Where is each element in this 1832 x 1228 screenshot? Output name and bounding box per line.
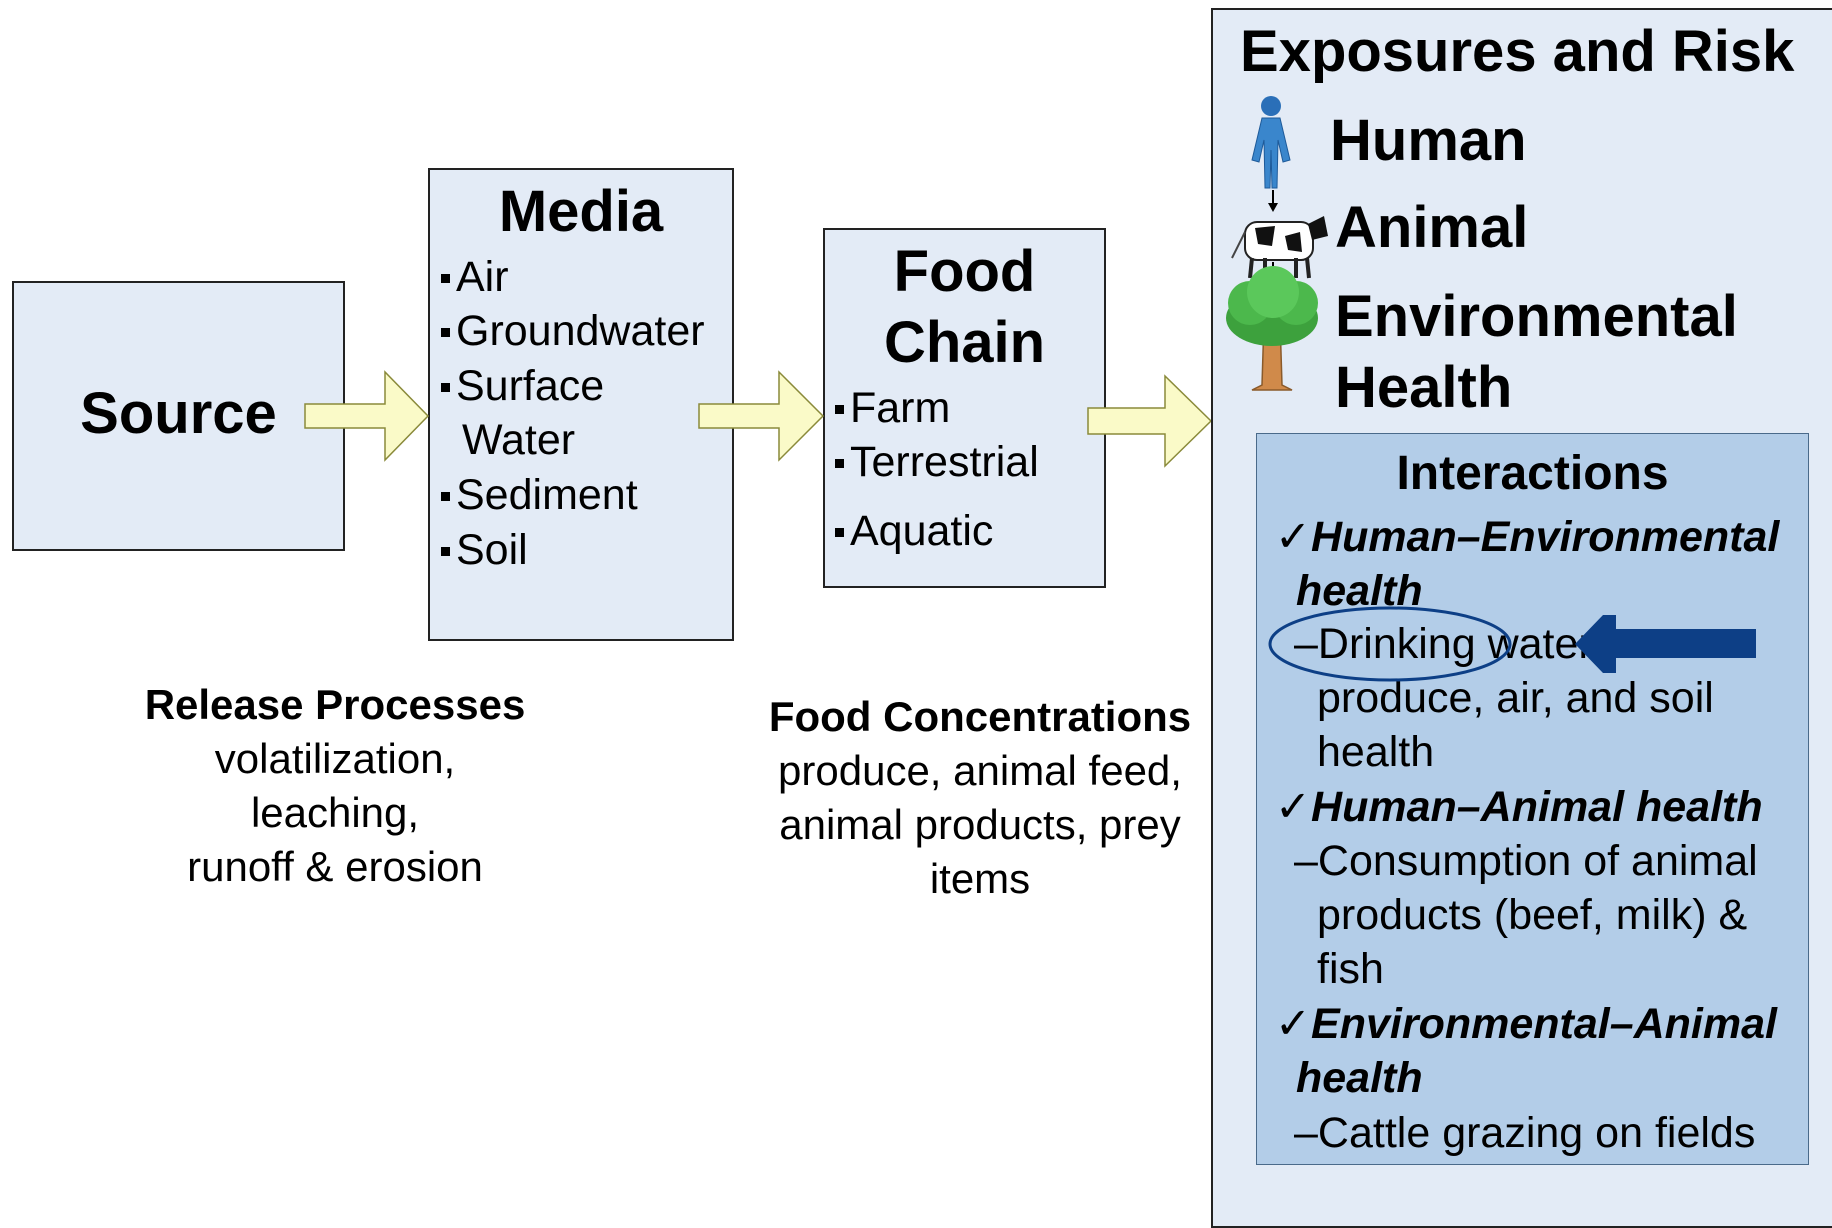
source-box	[12, 281, 345, 551]
cow-icon	[1231, 216, 1328, 279]
release-processes-caption: Release Processes volatilization, leachi…	[95, 678, 575, 894]
exposure-health-label: Health	[1335, 355, 1513, 420]
exposure-animal-label: Animal	[1335, 195, 1529, 260]
exposure-environmental-label: Environmental	[1335, 284, 1738, 349]
interactions-panel	[1256, 433, 1809, 1165]
media-title: Media	[498, 179, 664, 244]
food-concentrations-caption: Food Concentrations produce, animal feed…	[745, 690, 1215, 906]
arrow-source-to-media	[304, 370, 430, 462]
interaction-detail-cattle-grazing: –Cattle grazing on fields	[1294, 1109, 1756, 1157]
media-item-sediment: Sediment	[441, 468, 638, 522]
release-processes-heading: Release Processes	[144, 681, 526, 728]
highlight-arrow-icon	[1575, 615, 1756, 673]
interaction-detail-drinking-water: –Drinking water,	[1294, 620, 1603, 668]
interaction-group-human-environmental: ✓Human–Environmental	[1275, 513, 1780, 561]
interaction-detail-soil-health: health	[1317, 728, 1435, 776]
check-icon: ✓	[1275, 1000, 1312, 1048]
food-chain-item-aquatic: Aquatic	[835, 504, 993, 558]
exposures-risk-title: Exposures and Risk	[1240, 19, 1795, 84]
food-chain-item-terrestrial: Terrestrial	[835, 435, 1039, 489]
highlight-overlay	[1268, 606, 1756, 682]
interaction-group-human-animal: ✓Human–Animal health	[1275, 783, 1763, 831]
source-title: Source	[80, 381, 277, 446]
interaction-group-environmental-animal: ✓Environmental–Animal	[1275, 1000, 1777, 1048]
release-processes-line: volatilization,	[214, 735, 456, 782]
tree-icon	[1226, 266, 1318, 391]
food-concentrations-line: produce, animal feed,	[778, 747, 1182, 794]
arrow-food-to-risk	[1087, 374, 1213, 468]
flow-arrows	[304, 370, 1213, 468]
food-chain-title-line2: Chain	[883, 310, 1046, 375]
interaction-detail-consumption: –Consumption of animal	[1294, 837, 1758, 885]
media-box	[428, 168, 734, 641]
interaction-detail-produce: produce, air, and soil	[1317, 674, 1714, 722]
release-processes-line: runoff & erosion	[187, 843, 483, 890]
drinking-water-highlight-ellipse	[1268, 606, 1512, 682]
interaction-detail-fish: fish	[1317, 945, 1384, 993]
interactions-title: Interactions	[1396, 447, 1669, 500]
check-icon: ✓	[1275, 513, 1312, 561]
media-item-soil: Soil	[441, 523, 528, 577]
media-item-groundwater: Groundwater	[441, 304, 705, 358]
food-chain-title-line1: Food	[893, 239, 1036, 304]
food-concentrations-line: animal products, prey	[779, 801, 1181, 848]
check-icon: ✓	[1275, 783, 1312, 831]
interaction-detail-products: products (beef, milk) &	[1317, 891, 1748, 939]
media-item-surface-water-cont: Water	[462, 416, 576, 464]
food-chain-item-farm: Farm	[835, 381, 950, 435]
food-concentrations-line: items	[929, 855, 1031, 902]
interaction-group-environmental-animal-cont: health	[1296, 1054, 1423, 1102]
arrow-media-to-food	[698, 370, 825, 462]
media-item-air: Air	[441, 250, 509, 304]
exposure-icons	[1226, 96, 1328, 391]
human-figure-icon	[1251, 96, 1291, 189]
release-processes-line: leaching,	[250, 789, 420, 836]
food-concentrations-heading: Food Concentrations	[768, 693, 1192, 740]
exposure-human-label: Human	[1330, 108, 1527, 173]
media-item-surface-water: Surface	[441, 359, 604, 413]
